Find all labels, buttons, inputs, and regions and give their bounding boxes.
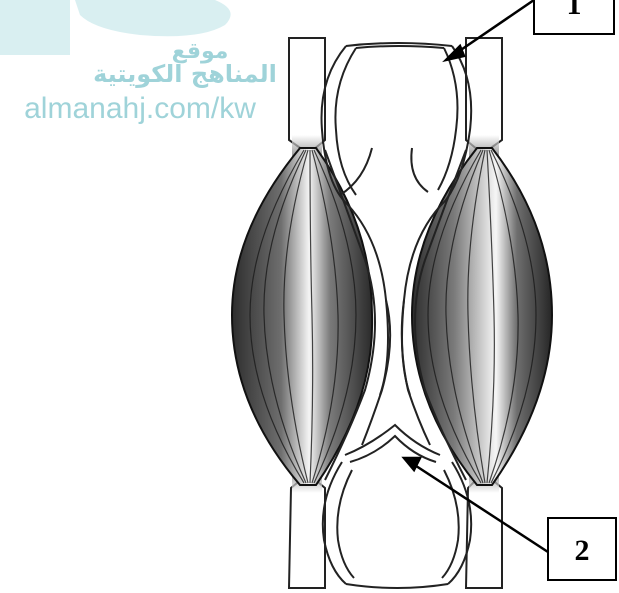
watermark-arabic-2: المناهج الكويتية: [93, 60, 277, 88]
watermark: موقع المناهج الكويتية almanahj.com/kw: [0, 0, 277, 125]
label-1: 1: [534, 0, 614, 34]
left-muscle: [232, 148, 372, 485]
label-2-text: 2: [575, 534, 590, 567]
right-muscle: [412, 148, 552, 485]
watermark-url: almanahj.com/kw: [24, 92, 256, 125]
label-1-text: 1: [567, 0, 582, 21]
label-2: 2: [548, 518, 616, 580]
